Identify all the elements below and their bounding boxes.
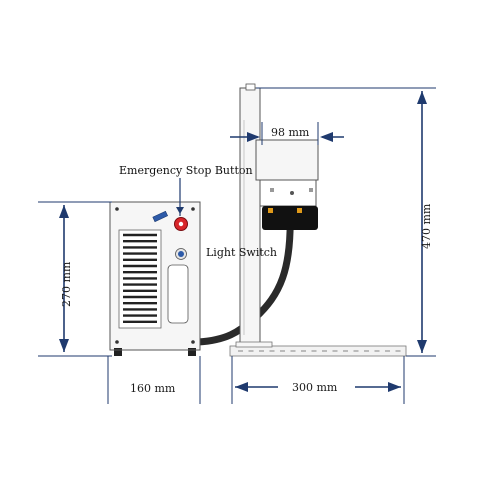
work-table-holes [238,350,401,352]
table-hole [259,350,264,352]
table-hole [364,350,369,352]
svg-text:470 mm: 470 mm [420,203,433,249]
scan-lens-block [262,206,318,230]
svg-text:300 mm: 300 mm [292,381,338,394]
work-table [229,341,407,357]
table-hole [280,350,285,352]
label-light-switch: Light Switch [206,246,277,259]
cabinet-side-panel [167,264,189,324]
table-hole [322,350,327,352]
table-hole [332,350,338,352]
dimension-300-width: 300 mm [231,356,405,404]
label-emergency-stop: Emergency Stop Button [119,164,253,216]
svg-text:98 mm: 98 mm [271,126,310,139]
table-hole [248,350,254,352]
table-hole [238,350,243,352]
svg-text:270 mm: 270 mm [60,261,73,307]
table-hole [301,350,306,352]
dimension-98-width: 98 mm [230,122,344,145]
svg-text:160 mm: 160 mm [130,382,176,395]
svg-text:Light Switch: Light Switch [206,246,277,259]
table-hole [290,350,296,352]
dimension-160-width: 160 mm [107,356,201,404]
table-hole [385,350,390,352]
lifting-column [239,83,261,351]
emergency-stop-button-icon [174,217,188,231]
table-hole [374,350,380,352]
table-hole [269,350,275,352]
table-hole [343,350,348,352]
table-hole [395,350,401,352]
vent-slats [123,233,157,323]
dimension-470-height: 470 mm [256,87,436,357]
table-hole [311,350,317,352]
dimension-270-height: 270 mm [38,201,112,357]
light-switch-icon [175,248,187,260]
laser-head [255,139,319,207]
table-hole [353,350,359,352]
svg-text:Emergency Stop Button: Emergency Stop Button [119,164,253,177]
key-switch-icon [152,210,169,223]
